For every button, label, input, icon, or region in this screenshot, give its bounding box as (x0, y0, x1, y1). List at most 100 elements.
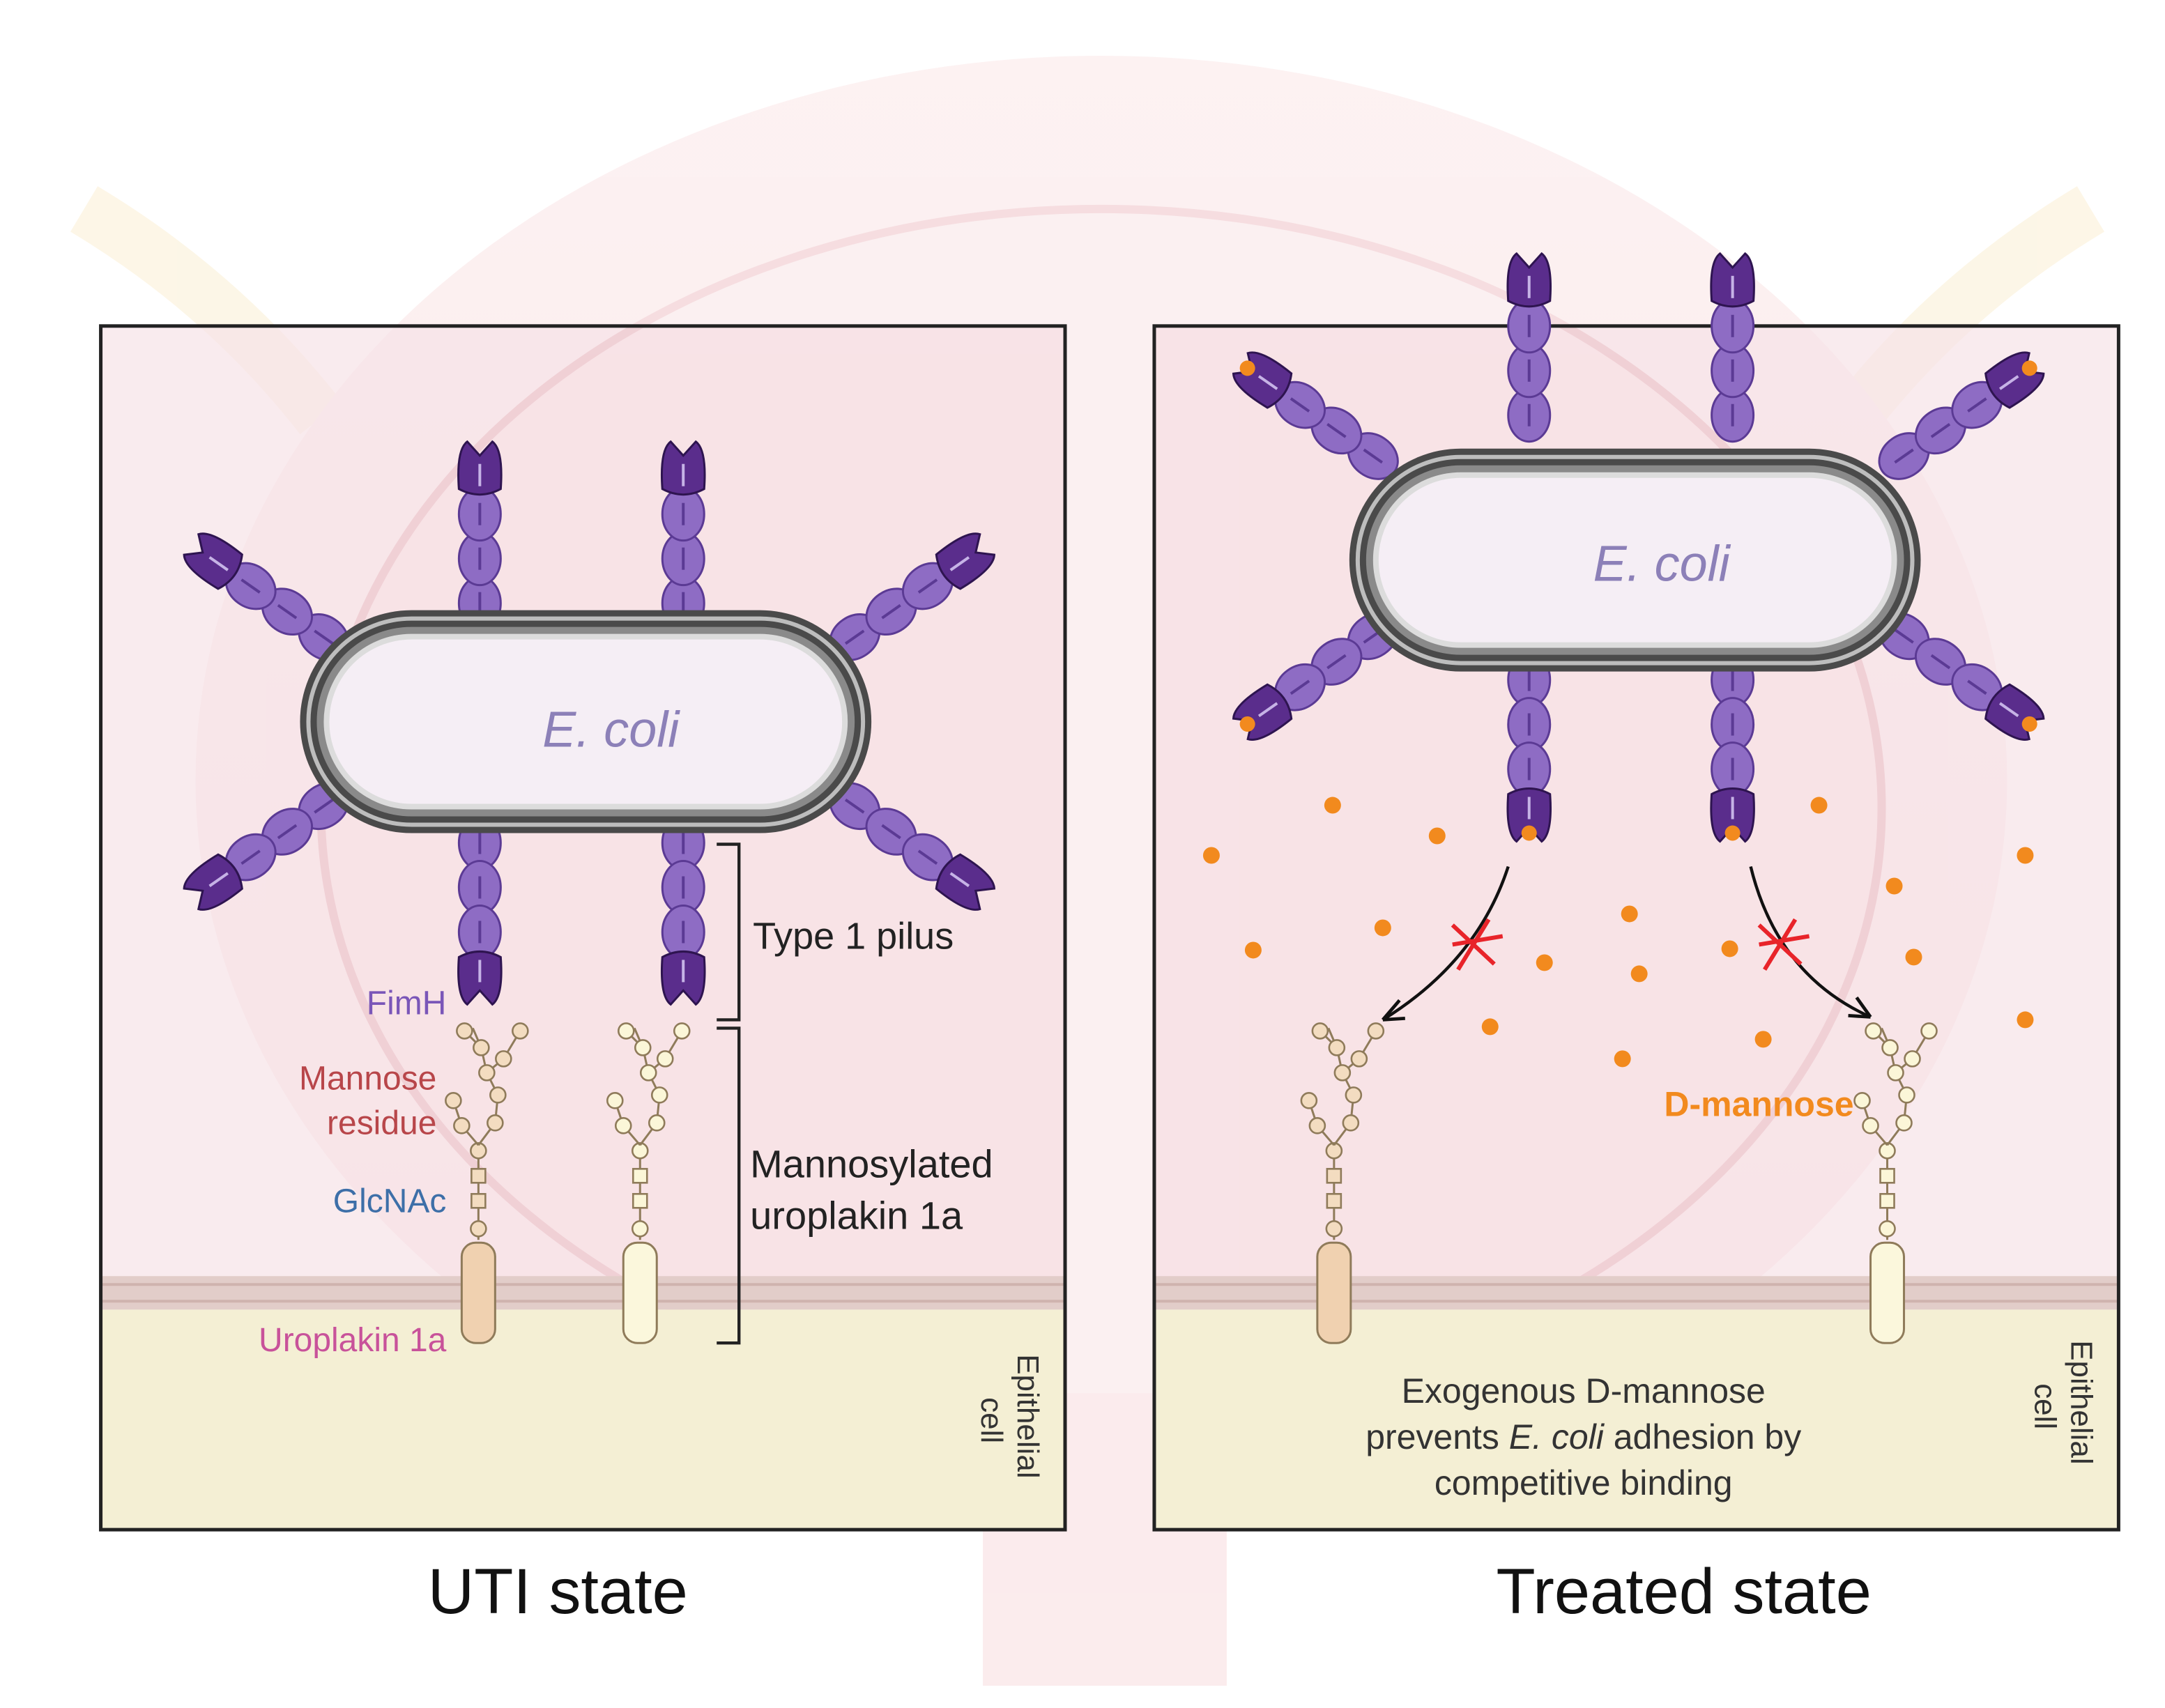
mannose-residue (1300, 1092, 1318, 1109)
mannose-residue (1904, 1050, 1921, 1068)
pilus-subunit-line (1363, 448, 1384, 464)
mannose-residue (456, 1022, 473, 1040)
pilus-subunit-line (1326, 422, 1347, 438)
d-mannose-molecule (1754, 1031, 1772, 1048)
d-mannose-molecule (1324, 797, 1341, 814)
bracket-type1-pilus (717, 843, 741, 1022)
mannose-residue (614, 1117, 632, 1134)
glcnac-residue (632, 1168, 648, 1184)
pilus-subunit-line (917, 578, 938, 594)
pilus-subunit-line (844, 798, 865, 814)
mannose-residue (489, 1086, 507, 1104)
mannose-residue (1333, 1064, 1352, 1082)
cytoplasm (1378, 477, 1892, 643)
explanation-line2: prevents E. coli adhesion by (1365, 1417, 1801, 1456)
mannosylated-uroplakin (606, 1022, 691, 1344)
fimh-line (1257, 375, 1278, 390)
ecoli-label: E. coli (542, 702, 680, 758)
glcnac-residue (471, 1193, 487, 1209)
type1-pilus (1710, 252, 1755, 443)
free-d-mannose (1202, 797, 2034, 1068)
pilus-subunit-line (277, 603, 298, 620)
type1-pilus (1878, 351, 2045, 480)
arrow-head (1848, 997, 1872, 1019)
type1-pilus (1506, 252, 1552, 443)
d-mannose-molecule (2017, 1011, 2034, 1029)
cytoplasm (329, 639, 843, 804)
mannosylated-label-line1: Mannosylated (750, 1141, 993, 1185)
mannose-residue (1325, 1142, 1343, 1160)
pilus-subunit-line (881, 603, 901, 620)
d-mannose-molecule (1885, 877, 1903, 895)
pilus-subunit-line (277, 824, 298, 840)
pilus-subunit-line (1930, 654, 1951, 670)
glcnac-residue (1879, 1168, 1895, 1184)
right-labels: E. coli D-mannose Exogenous D-mannose pr… (1365, 537, 2098, 1502)
pilus-subunit-line (1290, 679, 1310, 695)
mannose-residue (1887, 1064, 1904, 1082)
pilus-subunit-line (1967, 397, 1987, 413)
fimh-label: FimH (367, 985, 447, 1022)
type1-pilus-label: Type 1 pilus (753, 915, 954, 957)
mannose-residue (512, 1022, 529, 1040)
right-panel-border (1152, 324, 2120, 1532)
mannose-residue (1342, 1114, 1360, 1132)
cell-wall-stripe (306, 616, 866, 827)
glycan-residue (1879, 1220, 1896, 1238)
mannose-residue (673, 1022, 691, 1040)
d-mannose-molecule (1721, 940, 1738, 957)
mannose-residue (650, 1086, 668, 1104)
d-mannose-bound (2021, 360, 2037, 376)
pilus-subunit-line (1967, 679, 1987, 695)
mannose-residue (634, 1039, 652, 1056)
mannose-residue (1311, 1022, 1329, 1040)
diagram-elements (183, 252, 2045, 1345)
mannose-residue (606, 1092, 624, 1109)
right-panel (1152, 324, 2120, 1532)
bracket-uroplakin (717, 1026, 741, 1345)
pilus-subunit-line (1894, 629, 1914, 644)
d-mannose-molecule (1428, 827, 1446, 845)
ecoli-bacterium (1349, 448, 1921, 672)
pilus-subunit-line (240, 849, 261, 865)
glycan-residue (631, 1220, 649, 1238)
d-mannose-molecule (1481, 1018, 1499, 1036)
d-mannose-molecule (1244, 941, 1262, 959)
fimh-line (1998, 375, 2019, 390)
pilus-subunit-line (240, 578, 261, 594)
uroplakin-body (460, 1241, 496, 1344)
arrow-head (1382, 999, 1405, 1022)
type1-pilus (829, 782, 996, 911)
fimh-line (1998, 702, 2019, 718)
d-mannose-molecule (1374, 919, 1391, 937)
ecoli-bacterium (300, 610, 872, 833)
mannosylated-uroplakin (1853, 1022, 1938, 1344)
mannose-residue-label-line1: Mannose (299, 1060, 436, 1097)
d-mannose-molecule (1621, 905, 1638, 923)
mannose-residue (1898, 1086, 1915, 1104)
mannose-residue (656, 1050, 674, 1068)
bracket-line (717, 1026, 741, 1345)
mannose-residue (1853, 1092, 1871, 1109)
mannose-residue (445, 1092, 462, 1109)
d-mannose-molecule (1810, 797, 1828, 814)
mannose-residue (639, 1064, 657, 1082)
glycan-residue (1325, 1220, 1343, 1238)
mannose-residue (1920, 1022, 1938, 1040)
mannose-residue (470, 1142, 487, 1160)
cell-membrane (1154, 1276, 2119, 1310)
explanation-line1: Exogenous D-mannose (1402, 1371, 1766, 1410)
mannose-residue (487, 1114, 504, 1132)
type1-pilus (829, 532, 996, 661)
cell-membrane (100, 1276, 1066, 1310)
left-panel-border (99, 324, 1067, 1532)
binding-arrow (1382, 865, 1510, 1022)
epithelial-cell-label-line2: cell (2028, 1383, 2062, 1429)
uroplakin-body (1869, 1241, 1906, 1344)
fimh-line (1257, 702, 1278, 718)
mannosylated-uroplakin (1300, 1022, 1385, 1344)
d-mannose-molecule (1630, 965, 1648, 983)
mannose-residue-label-line2: residue (327, 1105, 436, 1141)
